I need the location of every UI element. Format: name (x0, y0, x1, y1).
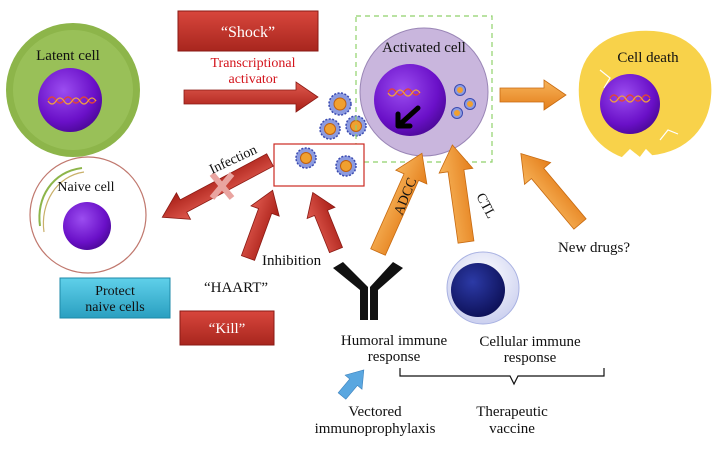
infection-block-cross (209, 172, 235, 200)
vectored-label-1: Vectored (348, 404, 402, 420)
therapeutic-label-1: Therapeutic (476, 404, 548, 420)
activated-cell: Activated cell (359, 27, 489, 157)
death-arrow (499, 79, 567, 111)
protect-label-1: Protect (95, 284, 135, 299)
activated-cell-dashed-box (355, 15, 493, 163)
latent-cell: Latent cell (6, 23, 140, 157)
cellular-label-2: response (504, 350, 557, 366)
cell-death-label: Cell death (617, 50, 679, 66)
naive-cell-label: Naive cell (57, 180, 114, 195)
cellular-label-1: Cellular immune (479, 334, 581, 350)
new-drugs-label: New drugs? (558, 240, 630, 256)
haart-arrow-2 (306, 191, 344, 254)
therapeutic-label-2: vaccine (489, 421, 535, 437)
vectored-label-2: immunoprophylaxis (315, 421, 436, 437)
ctl-arrow (438, 144, 475, 244)
therapeutic-bracket (399, 368, 605, 386)
kill-label: “Kill” (209, 321, 246, 337)
inhibition-label: Inhibition (262, 253, 322, 269)
haart-arrow-1 (240, 189, 280, 261)
naive-cell: Naive cell (29, 156, 147, 274)
humoral-label-2: response (368, 349, 421, 365)
transcriptional-label-2: activator (229, 72, 278, 87)
protect-label-2: naive cells (85, 300, 144, 315)
haart-label: “HAART” (204, 280, 268, 296)
virus-particles (319, 92, 367, 140)
humoral-label-1: Humoral immune (341, 333, 448, 349)
kill-box: “Kill” (179, 310, 275, 346)
transcriptional-label-1: Transcriptional (210, 56, 295, 71)
shock-box: “Shock” (177, 10, 319, 52)
latent-cell-label: Latent cell (36, 48, 100, 64)
antibody-icon (333, 262, 403, 320)
cell-death: Cell death (577, 29, 713, 160)
new-drugs-arrow (520, 152, 587, 230)
adcc-arrow (370, 152, 428, 256)
vectored-arrow (337, 369, 365, 400)
ctl-cell (446, 251, 520, 325)
activated-cell-label: Activated cell (382, 40, 466, 56)
shock-label: “Shock” (221, 24, 275, 41)
shock-arrow (183, 81, 319, 113)
protect-naive-cells-box: Protect naive cells (59, 277, 171, 319)
ctl-label: CTL (472, 191, 498, 221)
